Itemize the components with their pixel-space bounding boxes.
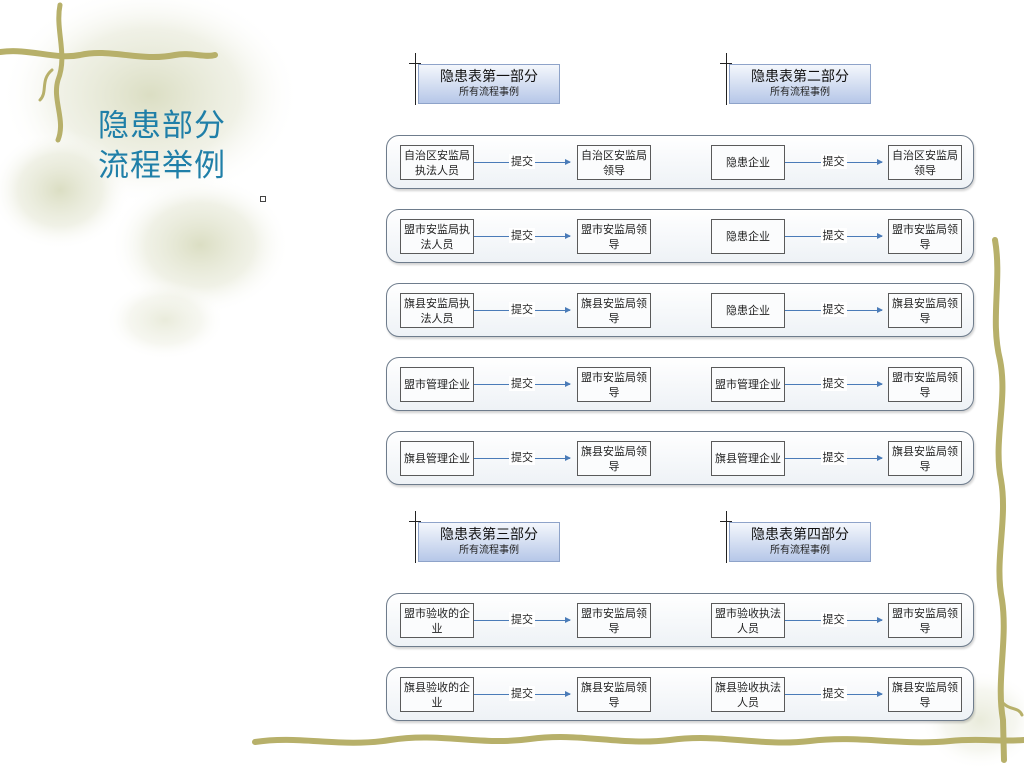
flow-target-box: 旗县安监局领导: [577, 293, 651, 328]
flow-arrow: 提交: [785, 228, 883, 243]
flow-source-box: 隐患企业: [711, 293, 785, 328]
flow-arrow: 提交: [474, 302, 571, 317]
flow-arrow: 提交: [785, 450, 883, 465]
flow-target-box: 旗县安监局领导: [888, 293, 962, 328]
flow-arrow: 提交: [474, 686, 571, 701]
section-subtitle: 所有流程事例: [770, 87, 830, 98]
section-header-1: 隐患表第一部分 所有流程事例: [409, 53, 560, 105]
flow-action-label: 提交: [820, 612, 847, 627]
flow-row: 旗县安监局执法人员 提交 旗县安监局领导 隐患企业 提交 旗县安监局领导: [386, 283, 974, 337]
section-header-3: 隐患表第三部分 所有流程事例: [409, 511, 560, 563]
flow-source-box: 旗县安监局执法人员: [400, 293, 474, 328]
flow-target-box: 盟市安监局领导: [888, 367, 962, 402]
slide-title-line-1: 隐患部分: [98, 108, 226, 144]
flow-source-box: 隐患企业: [711, 219, 785, 254]
flow-arrow: 提交: [785, 686, 883, 701]
section-title: 隐患表第一部分: [440, 69, 538, 85]
flow-target-box: 自治区安监局领导: [577, 145, 651, 180]
flow-action-label: 提交: [820, 302, 847, 317]
flow-action-label: 提交: [820, 686, 847, 701]
flow-source-box: 盟市安监局执法人员: [400, 219, 474, 254]
flow-target-box: 旗县安监局领导: [888, 677, 962, 712]
flow-target-box: 盟市安监局领导: [577, 603, 651, 638]
section-title: 隐患表第四部分: [751, 527, 849, 543]
flow-arrow: 提交: [474, 612, 571, 627]
section-title: 隐患表第三部分: [440, 527, 538, 543]
section-title: 隐患表第二部分: [751, 69, 849, 85]
slide-title: 隐患部分 流程举例: [98, 106, 258, 186]
flow-row: 旗县管理企业 提交 旗县安监局领导 旗县管理企业 提交 旗县安监局领导: [386, 431, 974, 485]
flow-action-label: 提交: [820, 154, 847, 169]
flow-source-box: 盟市管理企业: [711, 367, 785, 402]
flow-action-label: 提交: [820, 450, 847, 465]
flow-arrow: 提交: [785, 376, 883, 391]
flow-arrow: 提交: [474, 376, 571, 391]
flow-source-box: 旗县管理企业: [400, 441, 474, 476]
slide-title-line-2: 流程举例: [98, 148, 226, 184]
flow-target-box: 旗县安监局领导: [577, 677, 651, 712]
flow-source-box: 旗县验收执法人员: [711, 677, 785, 712]
flow-target-box: 自治区安监局领导: [888, 145, 962, 180]
flow-source-box: 盟市验收执法人员: [711, 603, 785, 638]
flow-action-label: 提交: [509, 228, 535, 243]
flow-action-label: 提交: [509, 154, 535, 169]
flow-target-box: 旗县安监局领导: [888, 441, 962, 476]
flow-action-label: 提交: [509, 450, 535, 465]
flow-arrow: 提交: [474, 228, 571, 243]
flow-source-box: 旗县验收的企业: [400, 677, 474, 712]
section-subtitle: 所有流程事例: [459, 87, 519, 98]
flow-source-box: 自治区安监局执法人员: [400, 145, 474, 180]
flow-row: 自治区安监局执法人员 提交 自治区安监局领导 隐患企业 提交 自治区安监局领导: [386, 135, 974, 189]
flow-row: 旗县验收的企业 提交 旗县安监局领导 旗县验收执法人员 提交 旗县安监局领导: [386, 667, 974, 721]
section-subtitle: 所有流程事例: [770, 545, 830, 556]
flow-target-box: 盟市安监局领导: [577, 367, 651, 402]
flow-action-label: 提交: [509, 376, 535, 391]
flow-source-box: 旗县管理企业: [711, 441, 785, 476]
flow-source-box: 隐患企业: [711, 145, 785, 180]
flow-row: 盟市管理企业 提交 盟市安监局领导 盟市管理企业 提交 盟市安监局领导: [386, 357, 974, 411]
section-header-2: 隐患表第二部分 所有流程事例: [720, 53, 871, 105]
flow-action-label: 提交: [509, 686, 535, 701]
flow-arrow: 提交: [474, 450, 571, 465]
flow-target-box: 盟市安监局领导: [888, 603, 962, 638]
flow-action-label: 提交: [509, 302, 535, 317]
flow-arrow: 提交: [474, 154, 571, 169]
flow-row: 盟市安监局执法人员 提交 盟市安监局领导 隐患企业 提交 盟市安监局领导: [386, 209, 974, 263]
flow-target-box: 旗县安监局领导: [577, 441, 651, 476]
section-header-4: 隐患表第四部分 所有流程事例: [720, 511, 871, 563]
flow-arrow: 提交: [785, 154, 883, 169]
flow-action-label: 提交: [820, 228, 847, 243]
flow-arrow: 提交: [785, 612, 883, 627]
flow-action-label: 提交: [509, 612, 535, 627]
flow-row: 盟市验收的企业 提交 盟市安监局领导 盟市验收执法人员 提交 盟市安监局领导: [386, 593, 974, 647]
flow-action-label: 提交: [820, 376, 847, 391]
bullet-marker: [260, 196, 266, 202]
flow-arrow: 提交: [785, 302, 883, 317]
flow-target-box: 盟市安监局领导: [888, 219, 962, 254]
flow-target-box: 盟市安监局领导: [577, 219, 651, 254]
section-subtitle: 所有流程事例: [459, 545, 519, 556]
flow-source-box: 盟市管理企业: [400, 367, 474, 402]
flow-source-box: 盟市验收的企业: [400, 603, 474, 638]
